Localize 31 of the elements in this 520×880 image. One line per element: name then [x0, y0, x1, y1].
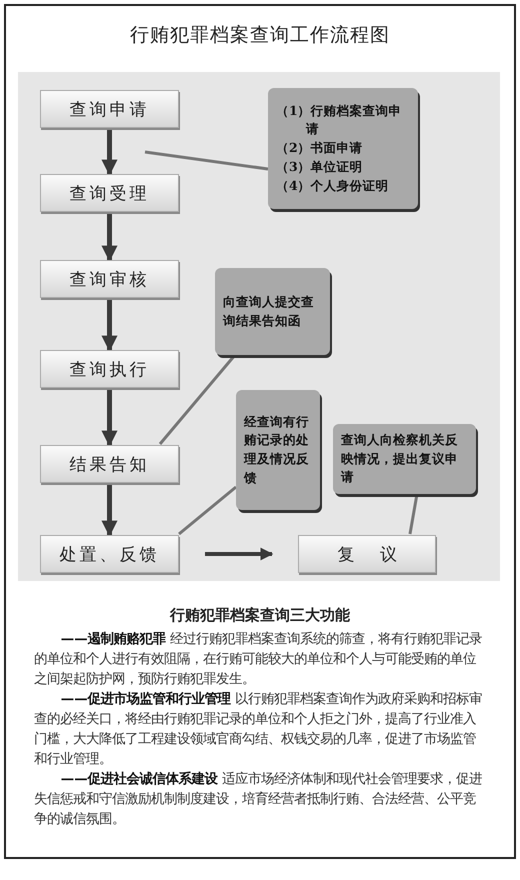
process-box: 结果告知 — [40, 445, 179, 483]
process-box: 查询执行 — [40, 350, 179, 388]
leader-line — [144, 150, 268, 170]
arrow — [102, 483, 118, 537]
callout-text: （3）单位证明 — [276, 158, 364, 176]
callout-text: （2）书面申请 — [276, 139, 364, 158]
callout-text: （1）行贿档案查询申请 — [276, 102, 403, 138]
section-heading: 行贿犯罪档案查询三大功能 — [168, 606, 351, 625]
arrow — [205, 548, 274, 560]
process-box: 查询受理 — [40, 174, 179, 212]
paragraph: ——促进市场监管和行业管理 以行贿犯罪档案查询作为政府采购和招标审查的必经关口，将经由行贿犯罪记录的单位和个人拒之门外，提高了行业准入门槛，大大降低了工程建设领域官商勾结、权钱交易的几率，促进了市场监管和行业管理。 — [34, 690, 483, 769]
arrow — [102, 128, 118, 176]
callout-bubble — [268, 88, 418, 209]
callout-text: 经查询有行贿记录的处理及情况反馈 — [244, 412, 310, 487]
process-box: 处置、反馈 — [40, 535, 179, 573]
process-box: 查询申请 — [40, 90, 179, 128]
process-box: 查询审核 — [40, 260, 179, 298]
paragraph: ——遏制贿赂犯罪 经过行贿犯罪档案查询系统的筛查，将有行贿犯罪记录的单位和个人进行有效阻隔，在行贿可能较大的单位和个人与可能受贿的单位之间架起防护网，预防行贿犯罪发生。 — [34, 630, 483, 689]
callout-bubble — [215, 268, 330, 355]
callout-text: 查询人向检察机关反映情况，提出复议申请 — [341, 430, 459, 486]
arrow — [102, 212, 118, 262]
arrow — [102, 298, 118, 352]
callout-bubble — [236, 390, 320, 510]
leader-line — [178, 486, 237, 536]
diagram-title: 行贿犯罪档案查询工作流程图 — [129, 23, 391, 48]
process-box: 复议 — [298, 535, 436, 573]
callout-text: （4）个人身份证明 — [276, 176, 390, 195]
arrow — [102, 388, 118, 447]
paragraph: ——促进社会诚信体系建设 适应市场经济体制和现代社会管理要求，促进失信惩戒和守信激励机制制度建设，培育经营者抵制行贿、合法经营、公平竞争的诚信氛围。 — [34, 770, 483, 829]
callout-text: 向查询人提交查询结果告知函 — [223, 292, 315, 330]
callout-bubble — [333, 424, 476, 494]
